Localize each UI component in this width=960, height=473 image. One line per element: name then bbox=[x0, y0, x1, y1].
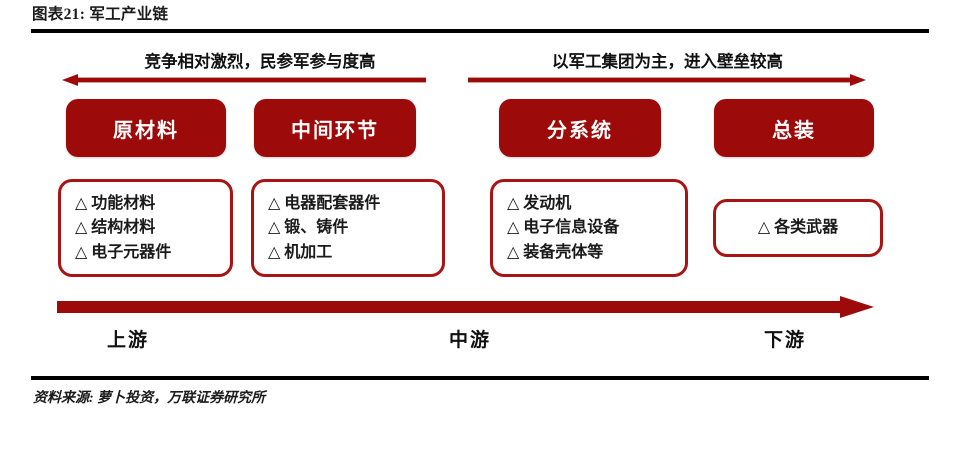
list-item: △ 机加工 bbox=[268, 243, 333, 261]
detail-list: △ 电器配套器件 △ 锻、铸件 △ 机加工 bbox=[268, 192, 442, 265]
band-label-downstream-barrier: 以军工集团为主，进入壁垒较高 bbox=[552, 52, 783, 71]
axis-label-midstream: 中游 bbox=[448, 330, 491, 351]
figure-caption: 图表21: 军工产业链 bbox=[32, 6, 169, 23]
source-note: 资料来源: 萝卜投资，万联证券研究所 bbox=[33, 391, 266, 406]
list-item: △ 结构材料 bbox=[75, 219, 156, 237]
list-item: △ 发动机 bbox=[507, 195, 572, 212]
axis-label-downstream: 下游 bbox=[763, 330, 806, 351]
band-arrow-right-icon bbox=[468, 74, 866, 86]
list-item: △ 功能材料 bbox=[75, 195, 156, 212]
band-label-upstream-competition: 竞争相对激烈，民参军参与度高 bbox=[144, 52, 376, 71]
stage-box-subsystem[interactable]: 分系统 bbox=[499, 99, 661, 157]
list-item: △ 装备壳体等 bbox=[507, 243, 604, 261]
stage-box-intermediate[interactable]: 中间环节 bbox=[254, 99, 416, 157]
band-arrow-left-icon bbox=[62, 74, 426, 86]
list-item: △ 电子信息设备 bbox=[507, 219, 620, 237]
stage-box-assembly[interactable]: 总装 bbox=[714, 99, 874, 157]
detail-box-intermediate[interactable]: △ 电器配套器件 △ 锻、铸件 △ 机加工 bbox=[251, 179, 445, 277]
detail-box-subsystem[interactable]: △ 发动机 △ 电子信息设备 △ 装备壳体等 bbox=[490, 179, 688, 277]
footer-divider-bottom bbox=[31, 375, 929, 380]
detail-list: △ 各类武器 bbox=[758, 220, 838, 236]
list-item: △ 锻、铸件 bbox=[268, 219, 349, 237]
stage-box-raw-materials[interactable]: 原材料 bbox=[66, 99, 226, 157]
header-divider-top bbox=[31, 28, 929, 33]
detail-list: △ 发动机 △ 电子信息设备 △ 装备壳体等 bbox=[507, 192, 685, 265]
list-item: △ 电器配套器件 bbox=[268, 195, 381, 212]
list-item: △ 电子元器件 bbox=[75, 243, 172, 261]
list-item: △ 各类武器 bbox=[757, 219, 839, 236]
value-chain-arrow-icon bbox=[57, 296, 874, 318]
detail-box-assembly[interactable]: △ 各类武器 bbox=[713, 199, 883, 257]
detail-box-raw-materials[interactable]: △ 功能材料 △ 结构材料 △ 电子元器件 bbox=[58, 179, 233, 277]
detail-list: △ 功能材料 △ 结构材料 △ 电子元器件 bbox=[75, 192, 230, 265]
axis-label-upstream: 上游 bbox=[106, 330, 149, 351]
